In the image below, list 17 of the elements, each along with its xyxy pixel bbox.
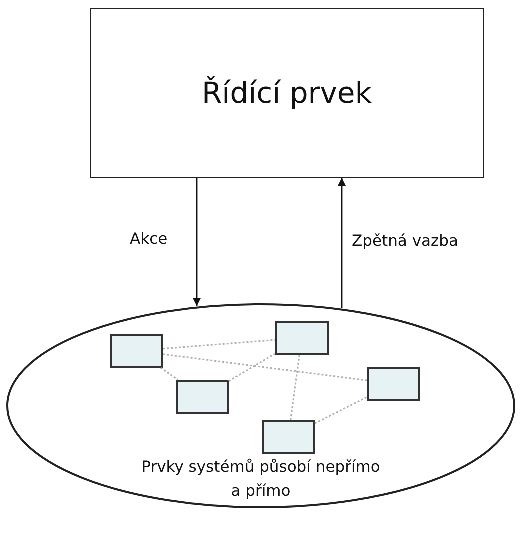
element-box [176, 380, 229, 414]
ellipse-label: Prvky systémů působí nepřímo a přímo [140, 457, 382, 502]
dotted-connector [314, 396, 368, 424]
dotted-connector [290, 354, 300, 420]
box-label: Řídící prvek [202, 76, 372, 110]
dotted-connector [228, 353, 276, 382]
element-box [275, 321, 329, 355]
dotted-connector [162, 354, 368, 382]
control-box [90, 8, 484, 178]
arrow [338, 178, 346, 308]
element-box [367, 367, 420, 401]
dotted-connector [160, 367, 179, 381]
dotted-connector [162, 339, 276, 350]
arrow [193, 178, 201, 306]
edge-label: Zpětná vazba [352, 232, 458, 250]
element-box [110, 334, 163, 368]
element-box [262, 420, 315, 454]
